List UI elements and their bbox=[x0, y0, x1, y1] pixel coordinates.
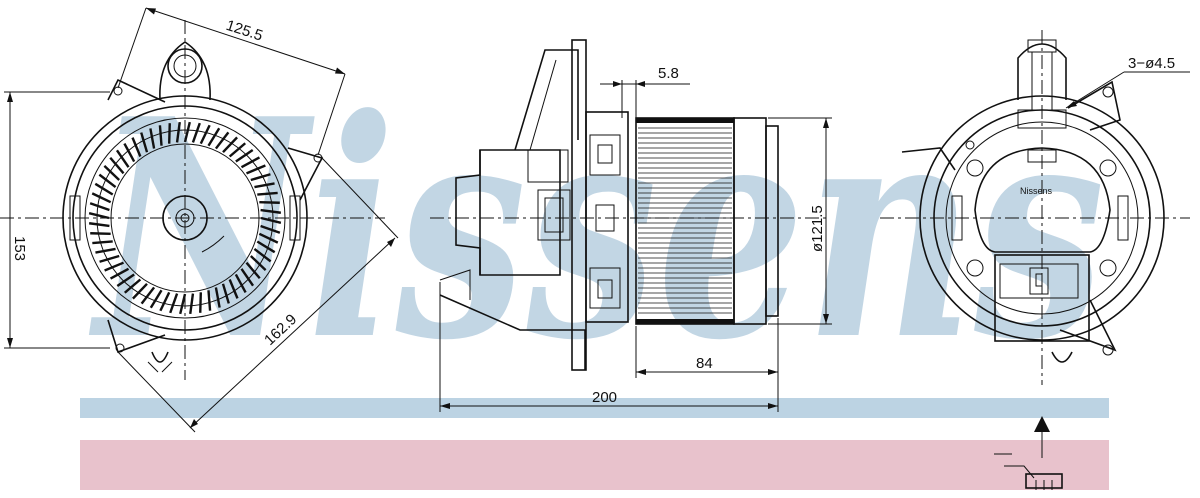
fan-blade bbox=[235, 148, 254, 163]
fan-blade bbox=[90, 232, 111, 236]
fan-cage-ribs bbox=[638, 127, 732, 314]
fan-blade bbox=[149, 128, 156, 149]
fan-blades bbox=[88, 121, 282, 315]
fan-blade bbox=[89, 202, 110, 212]
fan-blade bbox=[249, 255, 267, 271]
fan-blade bbox=[207, 290, 212, 311]
fan-blade bbox=[140, 132, 149, 153]
dim-label-holes: 3−ø4.5 bbox=[1128, 55, 1175, 72]
dim-label-84: 84 bbox=[696, 355, 713, 372]
fan-blade bbox=[199, 124, 211, 145]
fan-blade bbox=[240, 268, 255, 287]
front-view bbox=[0, 20, 385, 380]
dim-200: 200 bbox=[439, 282, 778, 412]
fan-blade bbox=[123, 142, 136, 163]
dim-153: 153 bbox=[4, 91, 110, 349]
fan-blade bbox=[91, 192, 112, 204]
fan-blade bbox=[254, 182, 275, 189]
fan-blade bbox=[228, 142, 247, 158]
fan-blade bbox=[240, 156, 261, 169]
fan-blade bbox=[259, 200, 280, 204]
fan-blade bbox=[116, 273, 135, 288]
fan-blade bbox=[234, 273, 247, 294]
blue-band bbox=[80, 398, 1109, 418]
fan-blade bbox=[169, 293, 179, 314]
fan-blade bbox=[253, 247, 272, 263]
fan-blade bbox=[214, 131, 230, 150]
dim-holes: 3−ø4.5 bbox=[1065, 55, 1190, 109]
fan-blade bbox=[245, 261, 261, 280]
fan-blade bbox=[214, 287, 221, 308]
dim-label-200: 200 bbox=[592, 389, 617, 406]
fan-blade bbox=[191, 122, 201, 143]
fan-blade bbox=[179, 293, 187, 315]
fan-blade bbox=[99, 254, 120, 263]
dim-121-5: ø121.5 bbox=[768, 117, 832, 325]
fan-blade bbox=[159, 291, 171, 312]
fan-blade bbox=[94, 182, 114, 196]
part-label: Nissens bbox=[1020, 186, 1053, 196]
fan-blade bbox=[257, 191, 278, 196]
dim-84: 84 bbox=[635, 318, 779, 412]
dim-label-121-5: ø121.5 bbox=[809, 205, 826, 252]
fan-blade bbox=[88, 212, 110, 220]
fan-blade bbox=[131, 137, 142, 157]
fan-blade bbox=[88, 222, 110, 228]
connector-indicator bbox=[994, 416, 1063, 490]
fan-blade bbox=[115, 149, 130, 168]
fan-blade bbox=[140, 286, 156, 305]
fan-blade bbox=[199, 292, 203, 313]
side-view bbox=[430, 39, 830, 371]
fan-blade bbox=[175, 121, 181, 143]
dim-label-153: 153 bbox=[11, 236, 28, 261]
fan-blade bbox=[222, 136, 238, 154]
fan-blade bbox=[221, 283, 230, 304]
fan-blade bbox=[167, 123, 171, 144]
fan-blade bbox=[260, 224, 281, 234]
rear-view: Nissens bbox=[880, 30, 1190, 385]
fan-blade bbox=[256, 240, 276, 254]
fan-blade bbox=[183, 121, 191, 143]
fan-blade bbox=[158, 125, 163, 146]
dim-5-8: 5.8 bbox=[600, 65, 690, 118]
fan-blade bbox=[258, 232, 279, 244]
fan-blade bbox=[260, 208, 282, 214]
fan-blade bbox=[103, 165, 121, 181]
fan-blade bbox=[98, 173, 117, 189]
pink-band bbox=[80, 440, 1109, 490]
fan-blade bbox=[246, 164, 266, 175]
fan-blade bbox=[228, 279, 239, 299]
fan-blade bbox=[207, 127, 221, 147]
fan-blade bbox=[149, 289, 163, 309]
fan-blade bbox=[123, 278, 142, 294]
fan-blade bbox=[104, 261, 124, 272]
fan-blade bbox=[92, 240, 113, 245]
fan-blade bbox=[132, 282, 148, 300]
fan-blade bbox=[260, 216, 282, 224]
fan-blade bbox=[95, 247, 116, 254]
fan-blade bbox=[250, 173, 271, 182]
fan-blade bbox=[189, 293, 195, 315]
fan-blade bbox=[109, 267, 130, 280]
dim-label-5-8: 5.8 bbox=[658, 65, 679, 82]
fan-blade bbox=[109, 156, 125, 175]
